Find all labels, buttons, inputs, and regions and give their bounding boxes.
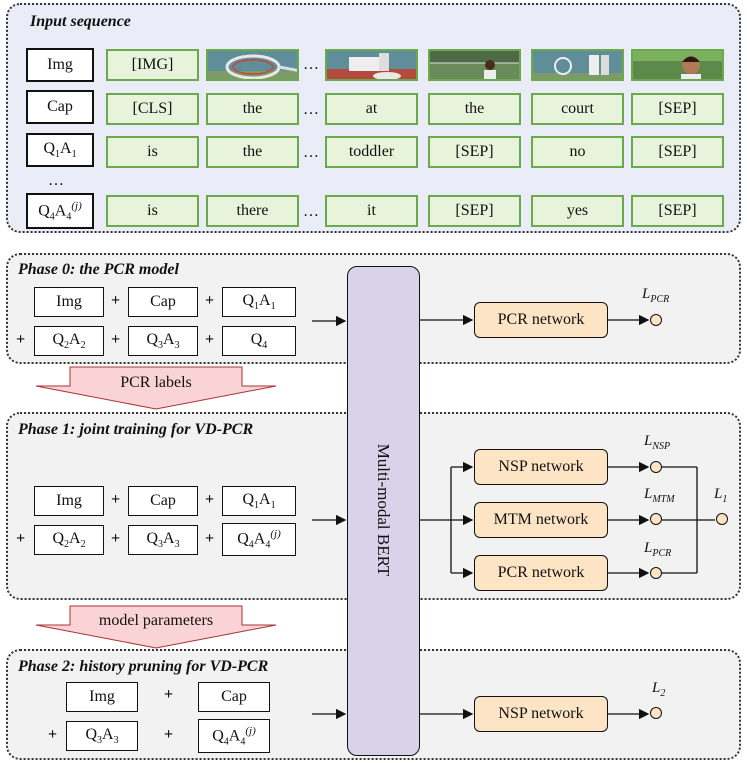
phase1-nsp-network: NSP network <box>474 449 608 485</box>
image-patch-shoe <box>325 49 418 81</box>
model-parameters-text: model parameters <box>98 612 214 629</box>
token-cap-4: the <box>428 93 521 125</box>
phase0-loss-node <box>650 314 662 326</box>
phase0-q3a3: Q3A3 <box>128 326 198 356</box>
token-q1a1-3: toddler <box>325 136 418 168</box>
phase1-pcr-network: PCR network <box>474 555 608 591</box>
phase2-loss-label: L2 <box>652 680 666 699</box>
token-q1a1-0: is <box>106 136 199 168</box>
phase1-img: Img <box>34 486 104 516</box>
phase1-mtm-network: MTM network <box>474 502 608 538</box>
phase0-loss-label: LPCR <box>642 286 670 305</box>
pcr-labels-text: PCR labels <box>120 374 192 391</box>
pcr-labels-arrow <box>35 366 277 410</box>
image-patch-boy-court <box>428 49 521 81</box>
phase0-q1a1: Q1A1 <box>222 287 296 317</box>
token-q4a4-1: there <box>206 195 299 227</box>
phase1-cap: Cap <box>128 486 198 516</box>
phase1-nsp-loss-label: LNSP <box>644 433 671 452</box>
phase2-q3a3: Q3A3 <box>66 721 138 751</box>
phase2-loss-node <box>650 707 662 719</box>
image-patch-boy-face <box>631 49 724 81</box>
phase0-q2a2: Q2A2 <box>34 326 104 356</box>
phase0-plus-3: + <box>16 331 26 348</box>
phase1-plus-1: + <box>111 491 121 508</box>
token-q1a1-4: [SEP] <box>428 136 521 168</box>
phase2-cap: Cap <box>198 682 270 712</box>
model-parameters-arrow <box>35 605 277 649</box>
phase1-total-loss-label: L1 <box>714 486 728 505</box>
token-q1a1-1: the <box>206 136 299 168</box>
token-cap-ellipsis: … <box>303 101 319 118</box>
token-cap-6: [SEP] <box>631 93 724 125</box>
input-sequence-title: Input sequence <box>30 13 131 30</box>
token-q1a1-6: [SEP] <box>631 136 724 168</box>
phase0-plus-4: + <box>111 331 121 348</box>
phase1-q2a2: Q2A2 <box>34 525 104 555</box>
phase0-img: Img <box>34 287 104 317</box>
token-q1a1-5: no <box>531 136 624 168</box>
phase1-q1a1: Q1A1 <box>222 486 296 516</box>
phase1-plus-3: + <box>16 530 26 547</box>
token-cap-3: at <box>325 93 418 125</box>
phase2-title: Phase 2: history pruning for VD-PCR <box>18 658 269 675</box>
token-q4a4-5: yes <box>531 195 624 227</box>
phase0-cap: Cap <box>128 287 198 317</box>
phase2-plus-2: + <box>48 726 58 743</box>
phase1-q4a4j: Q4A4(j) <box>222 523 296 556</box>
image-patch-racket <box>206 49 299 81</box>
row-label-q1a1: Q1A1 <box>26 133 94 167</box>
image-patch-player <box>531 49 624 81</box>
token-q1a1-ellipsis: … <box>303 144 319 161</box>
phase1-q3a3: Q3A3 <box>128 525 198 555</box>
token-img-0: [IMG] <box>106 49 199 81</box>
phase1-plus-4: + <box>111 530 121 547</box>
phase1-nsp-loss-node <box>650 461 662 473</box>
phase1-total-loss-node <box>716 513 728 525</box>
multimodal-bert-block <box>347 266 420 756</box>
phase1-plus-2: + <box>205 491 215 508</box>
phase1-plus-5: + <box>205 530 215 547</box>
token-q4a4-3: it <box>325 195 418 227</box>
phase1-title: Phase 1: joint training for VD-PCR <box>18 421 254 438</box>
phase2-plus-1: + <box>164 686 174 703</box>
token-cap-1: the <box>206 93 299 125</box>
phase0-plus-1: + <box>111 292 121 309</box>
phase0-q4: Q4 <box>222 326 296 356</box>
phase1-mtm-loss-label: LMTM <box>644 486 675 505</box>
phase0-pcr-network: PCR network <box>474 302 608 338</box>
token-q4a4-ellipsis: … <box>303 203 319 220</box>
phase1-pcr-loss-label: LPCR <box>644 540 672 559</box>
phase0-title: Phase 0: the PCR model <box>18 261 179 278</box>
token-q4a4-4: [SEP] <box>428 195 521 227</box>
row-label-q4a4j: Q4A4(j) <box>26 193 94 229</box>
phase2-img: Img <box>66 682 138 712</box>
phase2-plus-3: + <box>164 726 174 743</box>
phase0-plus-2: + <box>205 292 215 309</box>
phase2-q4a4j: Q4A4(j) <box>198 719 270 753</box>
token-q4a4-0: is <box>106 195 199 227</box>
phase1-pcr-loss-node <box>650 567 662 579</box>
row-label-img: Img <box>26 48 94 82</box>
row-label-cap: Cap <box>26 90 94 124</box>
phase0-plus-5: + <box>205 331 215 348</box>
phase2-nsp-network: NSP network <box>474 696 608 732</box>
phase1-mtm-loss-node <box>650 513 662 525</box>
row-ellipsis: … <box>48 172 64 189</box>
token-cap-0: [CLS] <box>106 93 199 125</box>
token-q4a4-6: [SEP] <box>631 195 724 227</box>
token-img-ellipsis: … <box>303 56 319 73</box>
token-cap-5: court <box>531 93 624 125</box>
